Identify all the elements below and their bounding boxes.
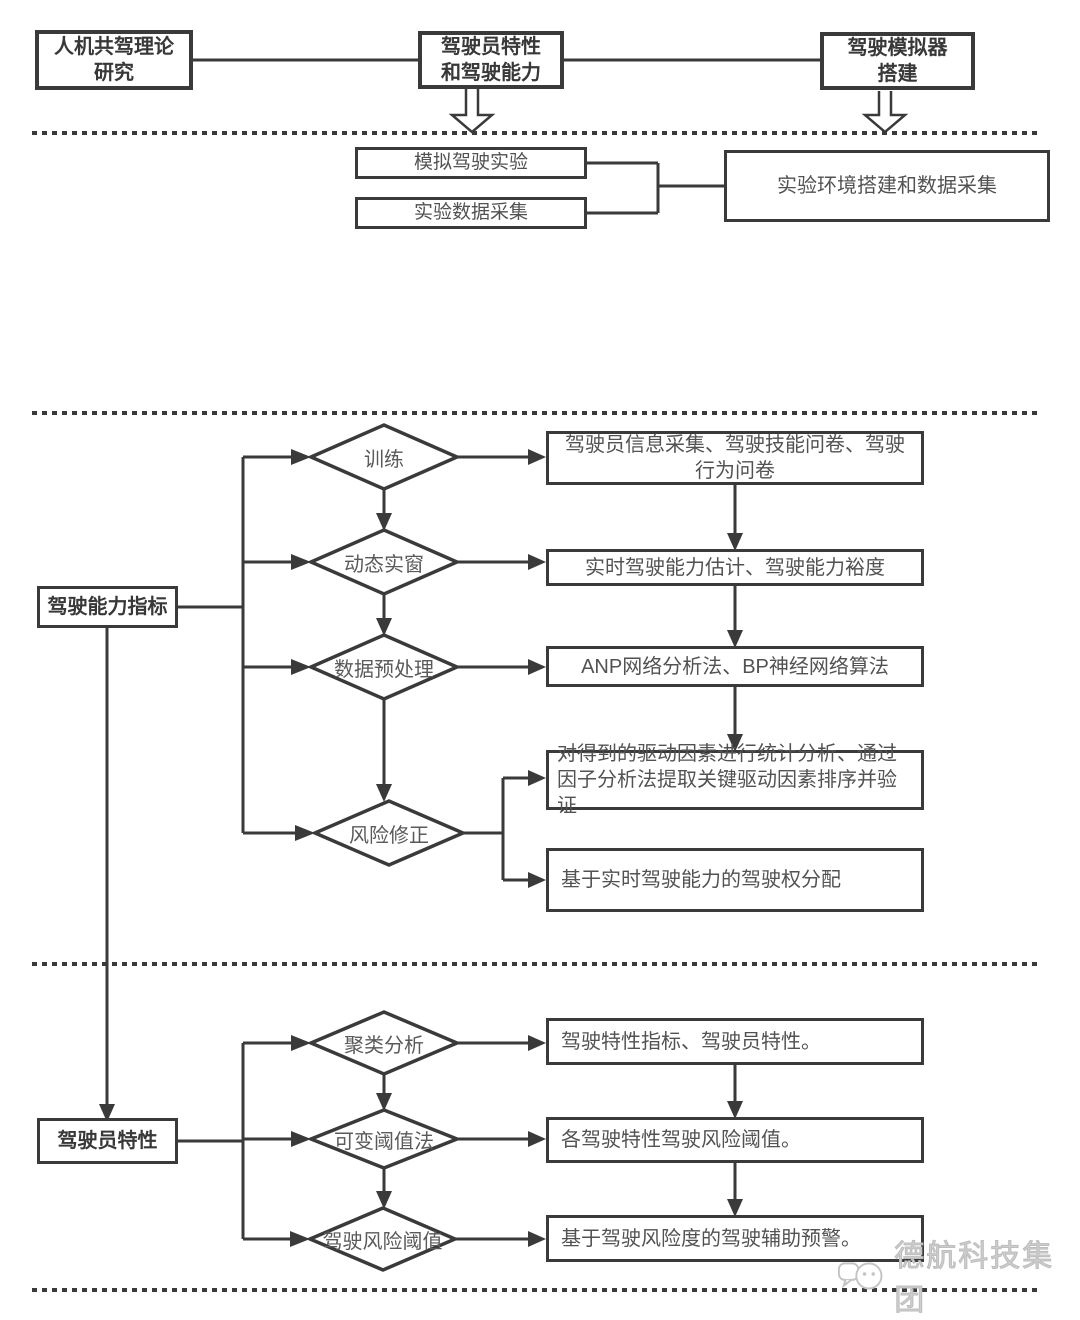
box-human-machine-theory: 人机共驾理论 研究 [35,30,193,90]
box-realtime-ability-estimation: 实时驾驶能力估计、驾驶能力裕度 [546,549,924,586]
box-driving-ability-index: 驾驶能力指标 [37,586,178,628]
watermark-logo-icon [837,1262,883,1290]
box-driving-simulator-line1: 驾驶模拟器 [847,37,948,59]
connector-lines [105,58,820,1241]
box-driving-simulator-line2: 搭建 [877,63,918,85]
watermark-text: 德航科技集团 [894,1240,1055,1318]
box-driving-simulator: 驾驶模拟器 搭建 [820,32,975,90]
box-experiment-environment: 实验环境搭建和数据采集 [724,150,1050,222]
box-driver-characteristics-ability: 驾驶员特性 和驾驶能力 [418,31,564,89]
diamond-data-preprocessing [306,633,462,701]
box-driving-authority-allocation: 基于实时驾驶能力的驾驶权分配 [546,848,924,912]
box-driver-characteristics-ability-line2: 和驾驶能力 [441,62,541,84]
diamond-dynamic-window [306,528,462,596]
diamond-variable-threshold [306,1108,462,1170]
watermark: 德航科技集团 [836,1240,1080,1318]
diamond-risk-correction [310,799,468,867]
diamond-training [306,423,462,491]
box-simulated-driving-experiment: 模拟驾驶实验 [355,147,587,179]
decision-diamonds [305,423,468,1272]
diamond-cluster-analysis [306,1010,462,1076]
arrowheads [99,449,743,1247]
box-driver-characteristics: 驾驶员特性 [37,1118,178,1164]
box-driving-characteristic-indicators: 驾驶特性指标、驾驶员特性。 [546,1018,924,1065]
box-characteristic-risk-thresholds: 各驾驶特性驾驶风险阈值。 [546,1117,924,1163]
box-human-machine-theory-line1: 人机共驾理论 [54,36,174,58]
box-driving-assist-warning: 基于驾驶风险度的驾驶辅助预警。 [546,1215,924,1262]
box-driver-characteristics-ability-line1: 驾驶员特性 [441,36,541,58]
box-driver-info-questionnaires: 驾驶员信息采集、驾驶技能问卷、驾驶行为问卷 [546,431,924,485]
box-human-machine-theory-line2: 研究 [94,62,134,84]
box-anp-bp-algorithms: ANP网络分析法、BP神经网络算法 [546,646,924,687]
box-experiment-data-collection: 实验数据采集 [355,197,587,229]
hollow-arrows [448,89,909,134]
box-driving-factor-analysis: 对得到的驱动因素进行统计分析、通过因子分析法提取关键驱动因素排序并验证 [546,743,924,817]
diamond-driving-risk-threshold [305,1206,460,1272]
dashed-separator-lines [32,131,1040,1292]
